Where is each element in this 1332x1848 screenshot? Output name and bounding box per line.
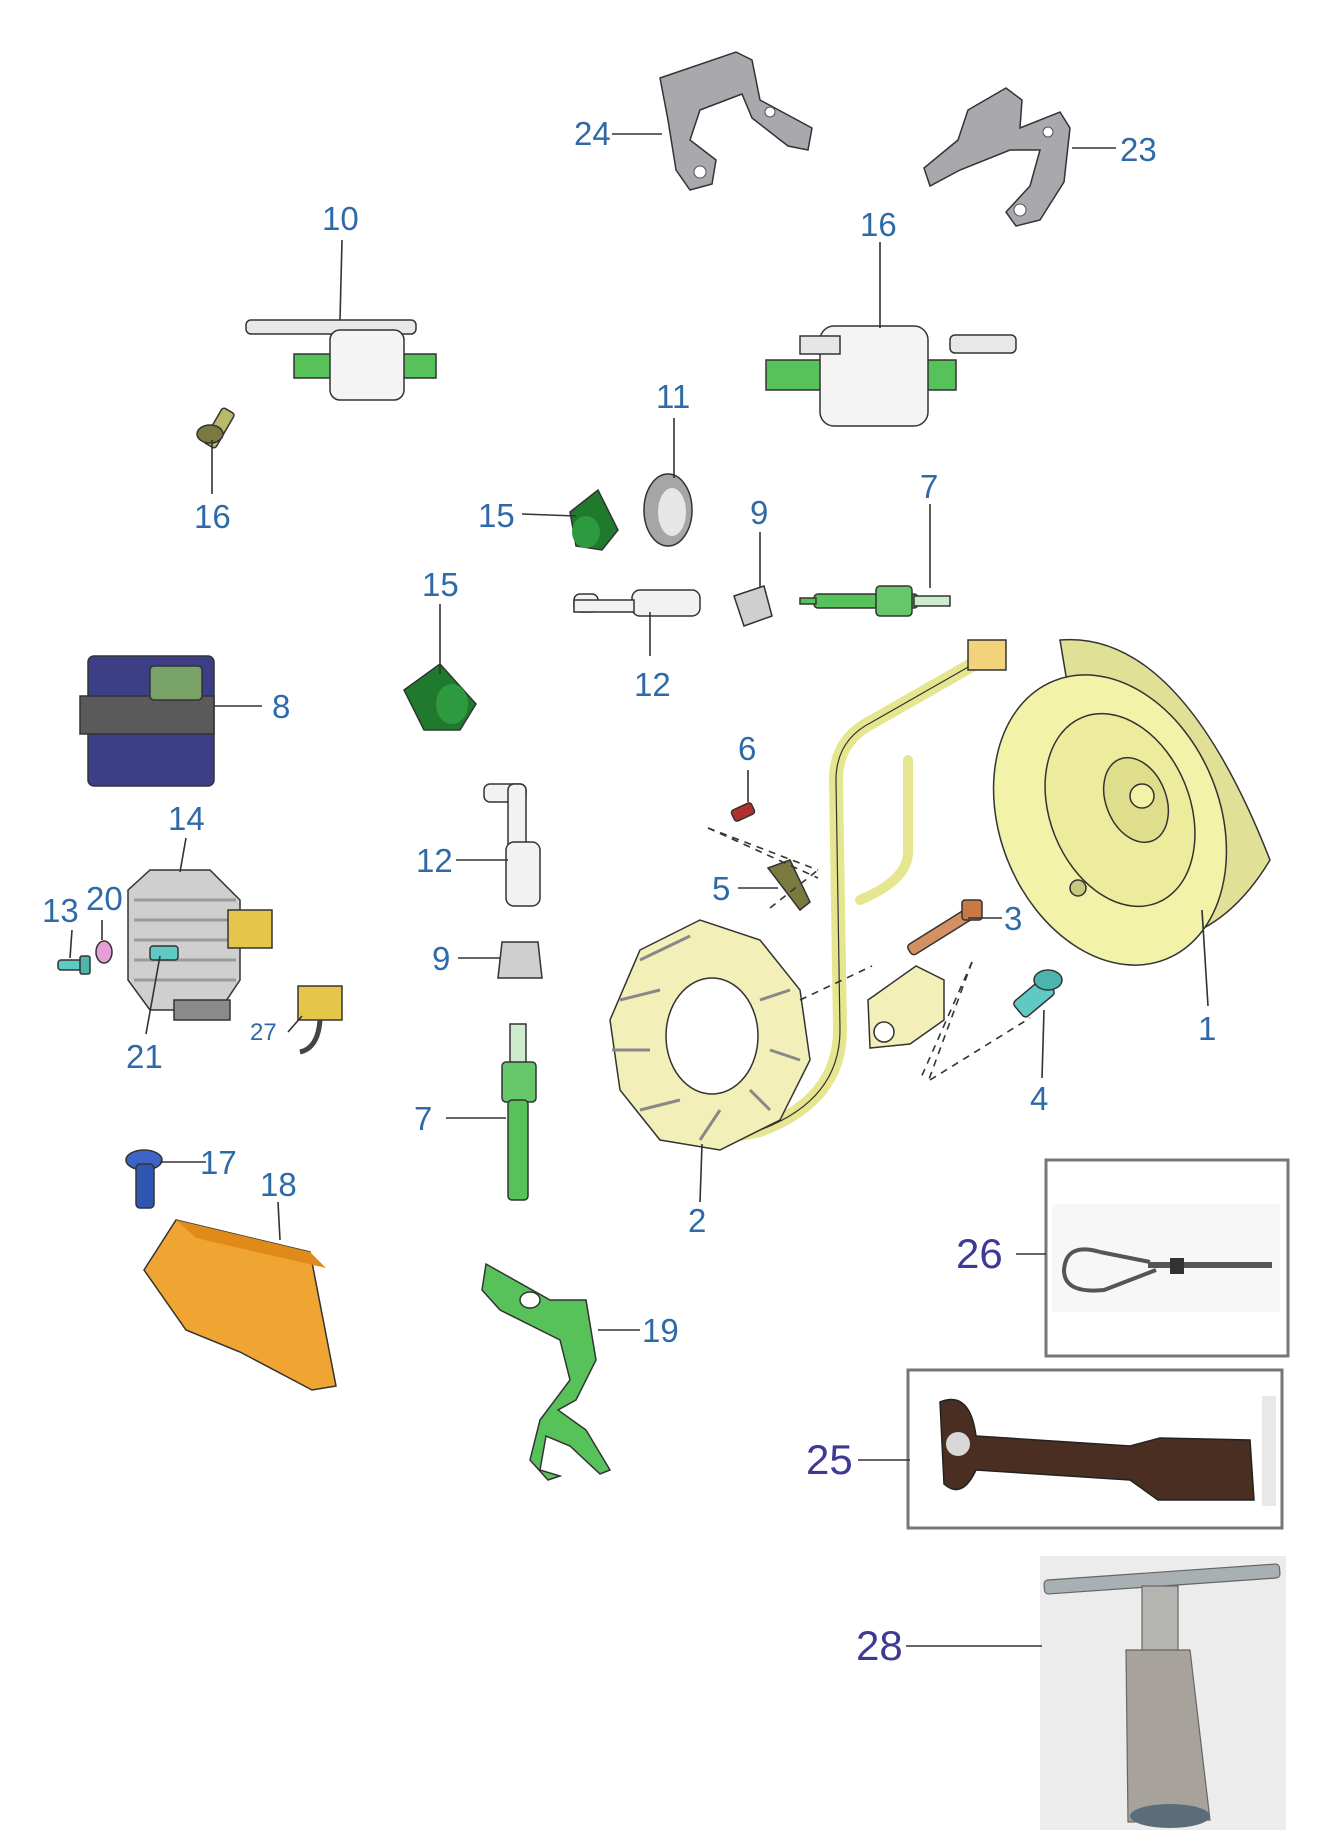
part-10-ignition-coil [245,319,437,401]
part-4-bolt [1013,969,1063,1018]
assembly-dashed-lines [707,827,1031,1083]
callout-5: 5 [712,870,730,907]
callout-10: 10 [322,200,359,237]
callout-7-upper: 7 [920,468,938,505]
callout-20: 20 [86,880,123,917]
part-15-boot-lower [403,662,477,731]
callout-12-upper: 12 [634,666,671,703]
part-9-nut-lower [497,941,543,979]
part-7-spark-plug-horizontal [799,585,951,617]
callout-17: 17 [200,1144,237,1181]
callout-11: 11 [656,378,690,415]
callout-25: 25 [806,1436,853,1483]
callout-1: 1 [1198,1010,1216,1047]
part-2-stator [609,919,811,1151]
part-19-bracket [481,1262,612,1481]
callout-21: 21 [126,1038,163,1075]
callout-labels: 24 23 10 16 16 11 15 9 7 15 12 8 6 14 12… [42,115,1216,1669]
callout-15-lower: 15 [422,566,459,603]
part-13-bolt [57,955,91,975]
part-pickup-coil [867,965,945,1049]
part-18-cover [143,1219,337,1391]
part-stator-wiring [703,639,1007,1147]
part-23-bracket [923,87,1071,227]
tool-26-frame [1044,1158,1290,1358]
callout-26: 26 [956,1230,1003,1277]
callout-28: 28 [856,1622,903,1669]
tool-25-frame [906,1368,1284,1530]
callout-7-lower: 7 [414,1100,432,1137]
callout-6: 6 [738,730,756,767]
part-27-connector [297,985,343,1055]
part-11-cap [643,473,693,547]
part-26-tool [1044,1158,1290,1358]
callout-19: 19 [642,1312,679,1349]
part-8-cdi-unit [79,655,215,787]
callout-15-upper: 15 [478,497,515,534]
part-24-bracket [659,51,813,191]
part-28-tool [1040,1556,1286,1830]
part-16-bolt [196,407,235,449]
callout-14: 14 [168,800,205,837]
part-16-ignition-coil [765,325,1017,427]
part-15-boot-upper [569,488,619,551]
part-3-screw [907,899,983,956]
callout-3: 3 [1004,900,1022,937]
part-12-plug-cap-horizontal [573,589,701,617]
callout-2: 2 [688,1202,706,1239]
part-20-washer [95,940,113,964]
callout-4: 4 [1030,1080,1048,1117]
callout-18: 18 [260,1166,297,1203]
part-9-nut-upper [733,585,773,627]
part-7-spark-plug-vertical [501,1023,537,1201]
callout-23: 23 [1120,131,1157,168]
callout-16-bolt: 16 [194,498,231,535]
callout-8: 8 [272,688,290,725]
callout-9-lower: 9 [432,940,450,977]
part-1-flywheel [992,638,1271,966]
part-21-bolt [149,945,179,961]
callout-12-lower: 12 [416,842,453,879]
callout-24: 24 [574,115,611,152]
part-14-regulator [127,869,273,1021]
part-25-tool [906,1368,1284,1530]
part-6-bolt [730,802,756,822]
callout-16-coil: 16 [860,206,897,243]
callout-9-upper: 9 [750,494,768,531]
callout-27: 27 [250,1019,277,1046]
part-12-plug-cap-vertical [483,783,541,907]
leader-lines [69,133,1209,1647]
callout-13: 13 [42,892,79,929]
part-5-clip [766,859,811,912]
part-17-bolt [125,1149,163,1209]
